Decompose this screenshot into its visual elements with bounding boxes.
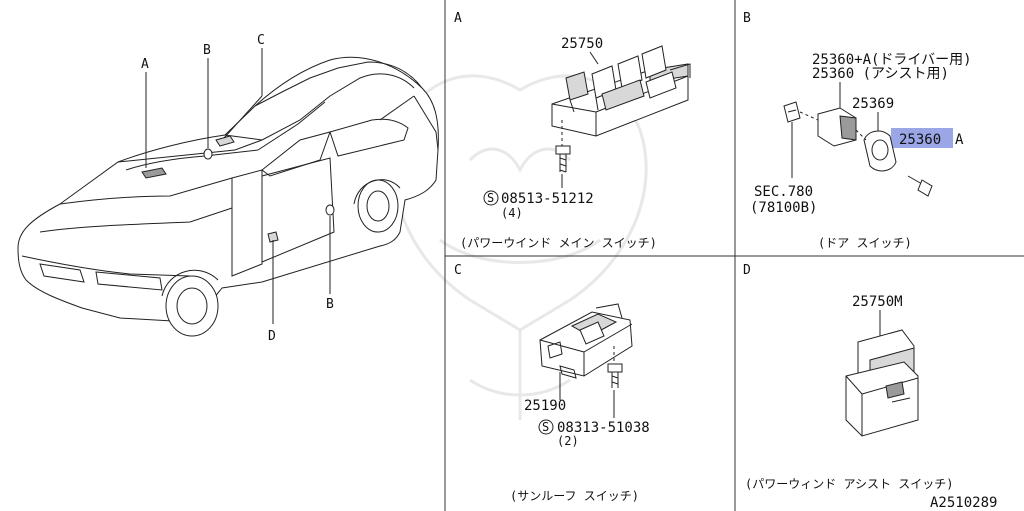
door-switch: [783, 101, 933, 197]
bolt-a-symbol: S: [487, 191, 494, 205]
panel-c-caption: (サンルーフ スイッチ): [510, 489, 639, 503]
power-window-assist-switch: [845, 329, 919, 437]
overview-label-d: D: [268, 329, 276, 344]
location-a-marker: [141, 167, 167, 179]
diagram-code: A2510289: [930, 495, 997, 511]
panel-b-sec: SEC.780: [754, 184, 813, 200]
overview-label-c: C: [257, 33, 265, 48]
overview-label-b2: B: [326, 297, 334, 312]
panel-b-part-assist: 25360 (アシスト用): [812, 66, 949, 82]
sunroof-switch: [539, 303, 633, 379]
panel-frames: [444, 0, 1024, 511]
panel-b-letter: B: [743, 11, 751, 26]
location-c-marker: [215, 135, 235, 147]
panel-a-letter: A: [454, 11, 462, 26]
panel-a-caption: (パワーウインド メイン スイッチ): [460, 236, 657, 250]
panel-b-part-driver: 25360+A(ドライバー用): [812, 52, 972, 68]
part-25360a-highlight: [891, 128, 953, 148]
bolt-c-qty: (2): [557, 434, 579, 448]
bolt-a: [555, 145, 571, 173]
bolt-a-qty: (4): [501, 206, 523, 220]
location-b-marker: [203, 148, 213, 160]
bolt-a-callout: S: [483, 190, 499, 206]
power-window-main-switch: [551, 45, 691, 137]
panel-b-part-25360a-suffix: A: [955, 132, 964, 148]
bolt-c-symbol: S: [542, 420, 549, 434]
panel-a-part-number: 25750: [561, 36, 603, 52]
panel-b-part-25369: 25369: [852, 96, 894, 112]
location-d-marker: [267, 231, 279, 243]
panel-c-letter: C: [454, 263, 462, 278]
panel-d-part-number: 25750M: [852, 294, 903, 310]
panel-b-caption: (ドア スイッチ): [818, 236, 912, 250]
bolt-c-callout: S: [538, 419, 554, 435]
panel-b-sec-sub: (78100B): [750, 200, 817, 216]
location-b2-marker: [325, 204, 335, 216]
overview-label-b: B: [203, 43, 211, 58]
panel-d-caption: (パワーウィンド アシスト スイッチ): [745, 477, 953, 491]
overview-label-a: A: [141, 57, 149, 72]
car-illustration: [17, 48, 439, 337]
panel-c-part-number: 25190: [524, 398, 566, 414]
bolt-a-number: 08513-51212: [501, 191, 594, 207]
screw-c: [607, 363, 623, 388]
panel-b-part-25360a-number: 25360: [899, 132, 941, 148]
panel-d-letter: D: [743, 263, 751, 278]
bolt-c-number: 08313-51038: [557, 420, 650, 436]
